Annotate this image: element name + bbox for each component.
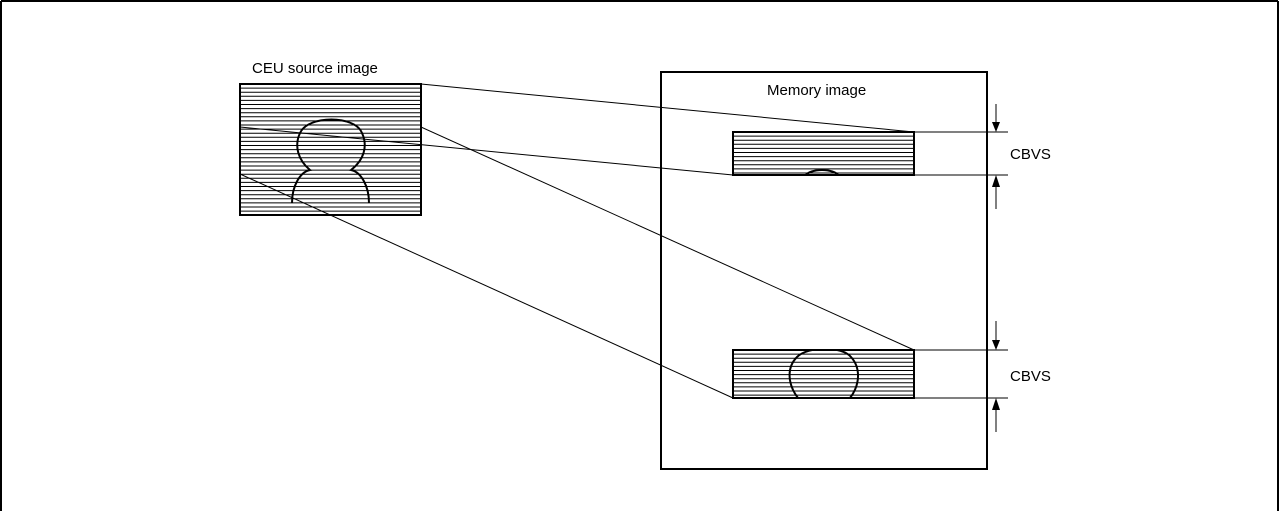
arrow-up-icon [992, 175, 1000, 187]
memory-image-label: Memory image [767, 82, 866, 99]
source-image-label: CEU source image [252, 60, 378, 77]
projection-line-top-left [240, 127, 733, 175]
arrow-down-icon [992, 340, 1000, 350]
memory-field-top [733, 132, 914, 176]
field-top-hatching [733, 136, 914, 173]
source-image [240, 84, 421, 215]
field-bottom-hatching [733, 354, 914, 395]
memory-field-bottom [733, 349, 914, 398]
cbvs-label-top: CBVS [1010, 146, 1051, 163]
cbvs-label-bottom: CBVS [1010, 368, 1051, 385]
dimension-top: CBVS [914, 104, 1051, 209]
dimension-bottom: CBVS [914, 321, 1051, 432]
source-image-hatching [240, 88, 421, 211]
arrow-down-icon [992, 122, 1000, 132]
projection-line-bottom-left [240, 174, 733, 398]
arrow-up-icon [992, 398, 1000, 410]
